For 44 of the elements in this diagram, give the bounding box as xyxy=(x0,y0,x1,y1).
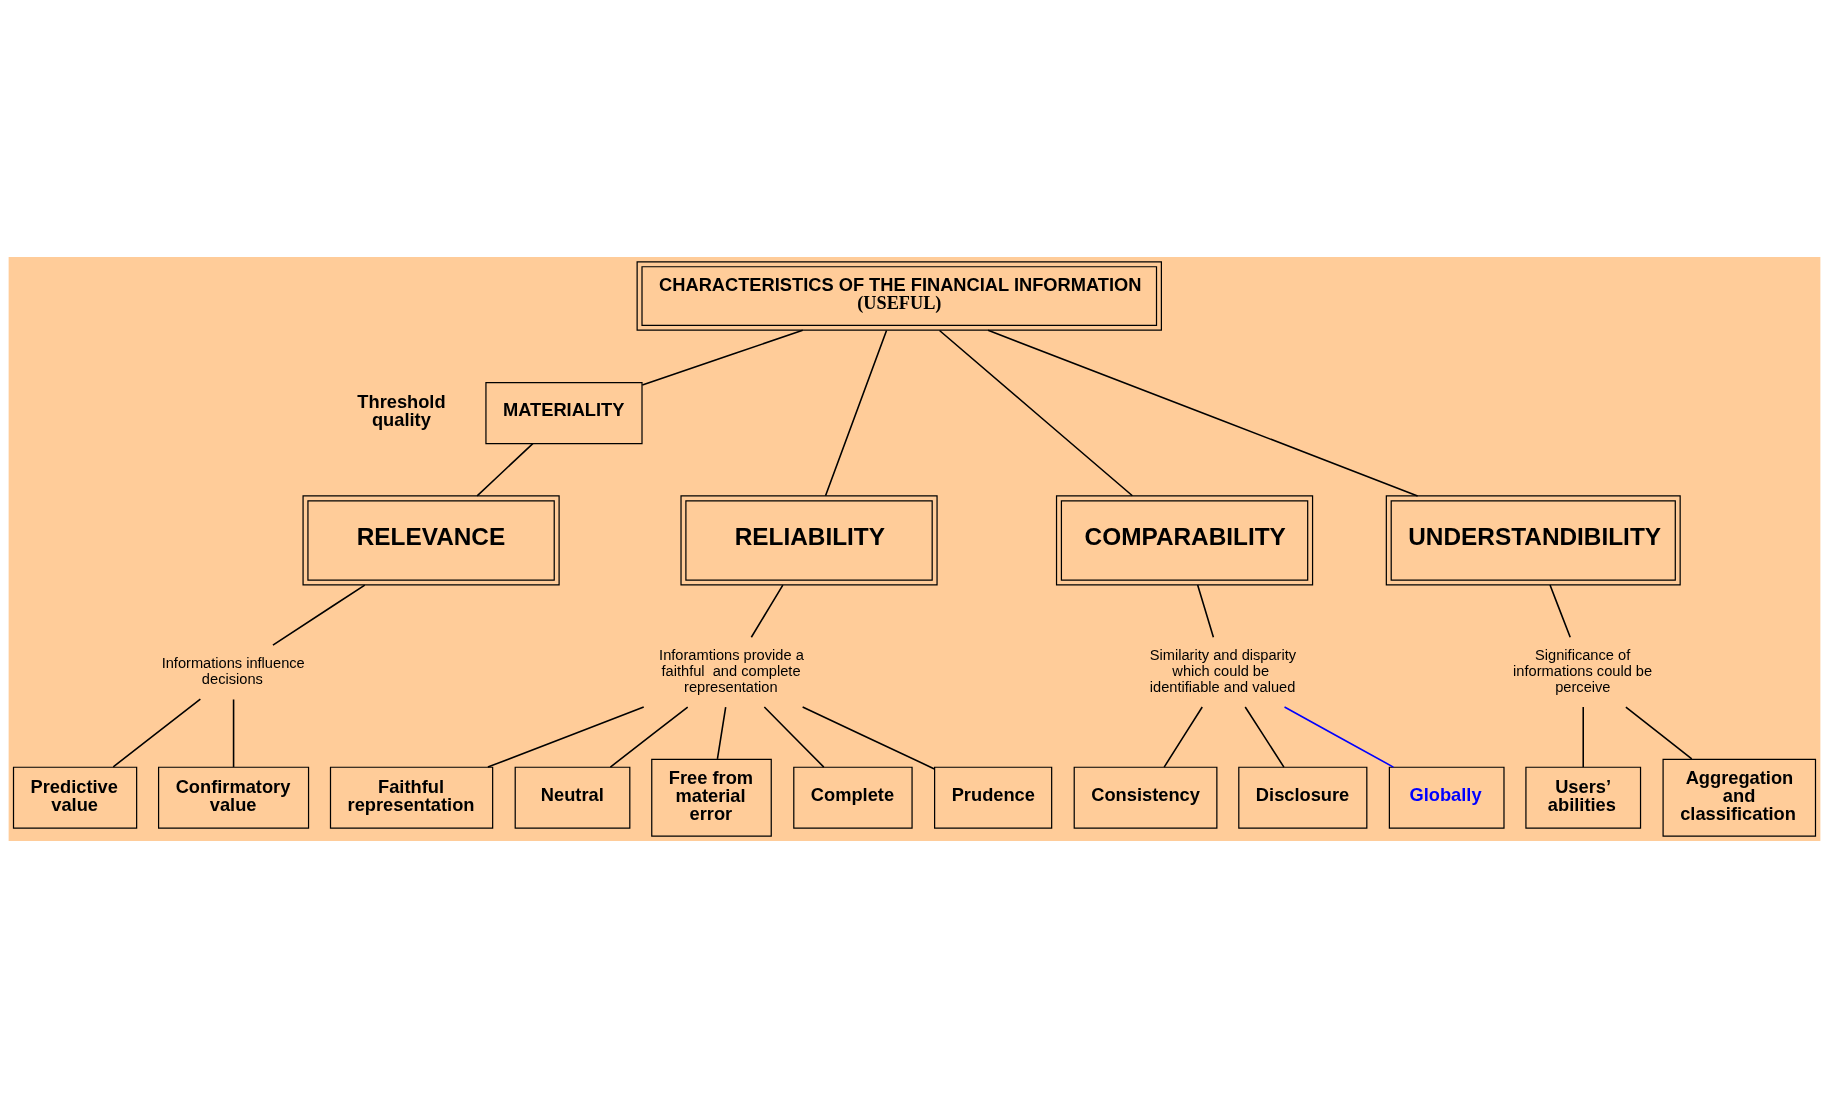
node-box: Users’ abilities xyxy=(1525,766,1642,829)
connector xyxy=(272,583,366,646)
connector xyxy=(1163,705,1204,768)
connector xyxy=(232,698,235,768)
connector xyxy=(824,329,888,497)
node-box: Complete xyxy=(793,766,913,829)
connector xyxy=(1625,705,1693,760)
node-box: Prudence xyxy=(934,766,1053,829)
connector xyxy=(1582,705,1584,768)
connector xyxy=(750,583,784,638)
node-text: Informations influence decisions xyxy=(161,654,305,687)
node-text: Inforamtions provide a faithful and complete representation xyxy=(659,646,804,695)
connector xyxy=(112,697,202,768)
connector xyxy=(476,442,534,497)
node-box: UNDERSTANDIBILITY xyxy=(1385,494,1681,586)
node-box: MATERIALITY xyxy=(485,381,643,444)
node-box: Disclosure xyxy=(1238,766,1368,829)
node-box: Neutral xyxy=(514,766,631,829)
connector xyxy=(987,328,1419,497)
node-text: Similarity and disparity which could be identifiable and valued xyxy=(1149,646,1297,695)
connector xyxy=(641,328,804,386)
connector xyxy=(1283,705,1395,768)
node-box: Predictive value xyxy=(12,766,138,829)
connector xyxy=(763,705,825,768)
connector xyxy=(1244,705,1285,768)
node-box: Free from material error xyxy=(651,758,772,837)
node-label: Threshold quality xyxy=(357,390,446,430)
node-box: RELEVANCE xyxy=(302,494,560,586)
connector xyxy=(938,329,1134,497)
node-box: Aggregation and classification xyxy=(1662,758,1817,837)
node-text: Significance of informations could be perceive xyxy=(1513,646,1653,695)
connector xyxy=(1549,583,1571,638)
connector xyxy=(801,705,936,770)
connector xyxy=(1196,583,1215,638)
node-box: Faithful representation xyxy=(329,766,494,829)
node-box: Confirmatory value xyxy=(158,766,310,829)
connector xyxy=(609,705,689,768)
node-box: CHARACTERISTICS OF THE FINANCIAL INFORMATION (USEFUL) xyxy=(636,260,1162,331)
connector xyxy=(487,705,645,768)
node-box: Consistency xyxy=(1073,766,1218,829)
node-box: Globally xyxy=(1388,766,1505,829)
node-box: RELIABILITY xyxy=(680,494,938,586)
connector xyxy=(716,705,727,760)
node-box: COMPARABILITY xyxy=(1055,494,1314,586)
